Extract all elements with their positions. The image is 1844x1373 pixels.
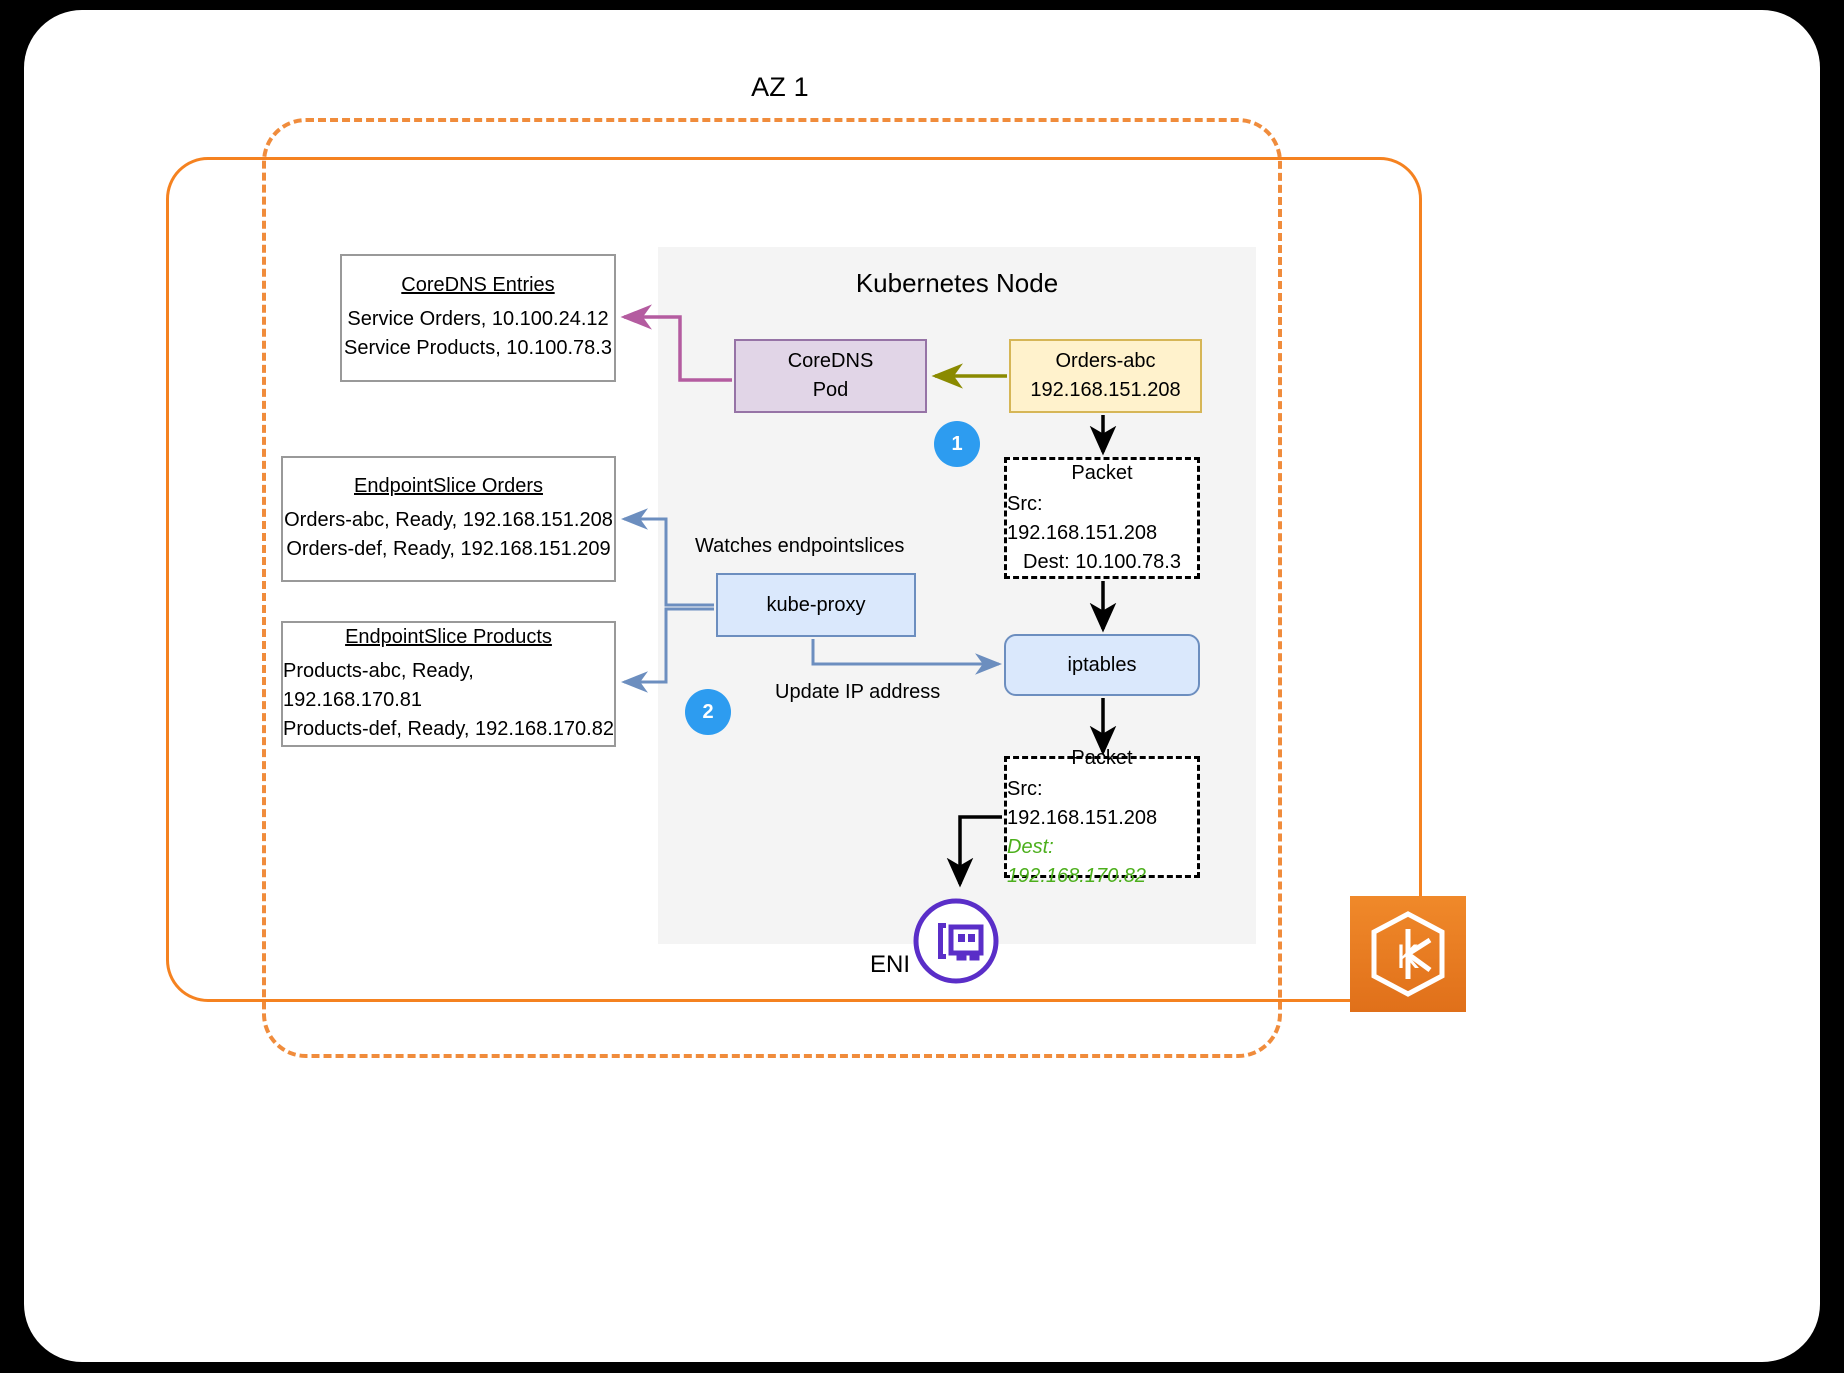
packet-before-dnat-box: Packet Src: 192.168.151.208 Dest: 10.100… [1004,457,1200,579]
coredns-pod-line1: CoreDNS [787,350,874,372]
svg-text:K: K [1397,938,1420,976]
packet-after-dnat-box: Packet Src: 192.168.151.208 Dest: 192.16… [1004,747,1200,887]
iptables-label: iptables [1067,653,1137,676]
vpc-boundary [166,157,1422,1002]
endpoint-orders-def: Orders-def, Ready, 192.168.151.209 [286,538,611,560]
packet-after-title: Packet [1071,746,1133,769]
packet-before-src: Src: 192.168.151.208 [1007,493,1158,544]
kubernetes-node-title: Kubernetes Node [855,268,1059,298]
endpoint-orders-abc: Orders-abc, Ready, 192.168.151.208 [284,509,613,531]
endpointslice-orders-title: EndpointSlice Orders [354,475,543,497]
iptables-box: iptables [1004,634,1200,696]
packet-after-src: Src: 192.168.151.208 [1007,777,1158,829]
kube-proxy-label: kube-proxy [766,593,866,616]
availability-zone-boundary [262,118,1282,1058]
coredns-pod-line2: Pod [812,379,849,401]
endpointslice-products-title: EndpointSlice Products [345,625,552,648]
watches-endpointslices-label: Watches endpointslices [695,535,905,557]
coredns-entry-service-orders: Service Orders, 10.100.24.12 [347,308,609,330]
coredns-entries-title: CoreDNS Entries [401,274,555,296]
orders-pod-ip: 192.168.151.208 [1030,379,1181,401]
coredns-entry-service-products: Service Products, 10.100.78.3 [344,337,612,359]
coredns-entries-box: CoreDNS Entries Service Orders, 10.100.2… [340,254,616,382]
coredns-pod-box: CoreDNS Pod [734,339,927,413]
endpointslice-orders-box: EndpointSlice Orders Orders-abc, Ready, … [281,456,616,582]
kube-proxy-box: kube-proxy [716,573,916,637]
endpointslice-products-box: EndpointSlice Products Products-abc, Rea… [281,621,616,747]
packet-before-title: Packet [1071,462,1133,484]
endpoint-products-abc: Products-abc, Ready, 192.168.170.81 [283,659,474,711]
packet-after-dest: Dest: 192.168.170.82 [1007,835,1147,887]
packet-before-dest: Dest: 10.100.78.3 [1023,551,1181,573]
endpoint-products-def: Products-def, Ready, 192.168.170.82 [283,717,614,740]
step-badge-1: 1 [934,421,980,467]
az-title: AZ 1 [751,72,809,102]
orders-pod-name: Orders-abc [1055,350,1156,372]
eks-logo-icon: K [1350,896,1466,1012]
update-ip-address-label: Update IP address [775,681,941,703]
eni-label: ENI [870,951,911,978]
step-badge-2: 2 [685,689,731,735]
network-interface-card-icon [913,898,999,984]
orders-abc-pod-box: Orders-abc 192.168.151.208 [1009,339,1202,413]
